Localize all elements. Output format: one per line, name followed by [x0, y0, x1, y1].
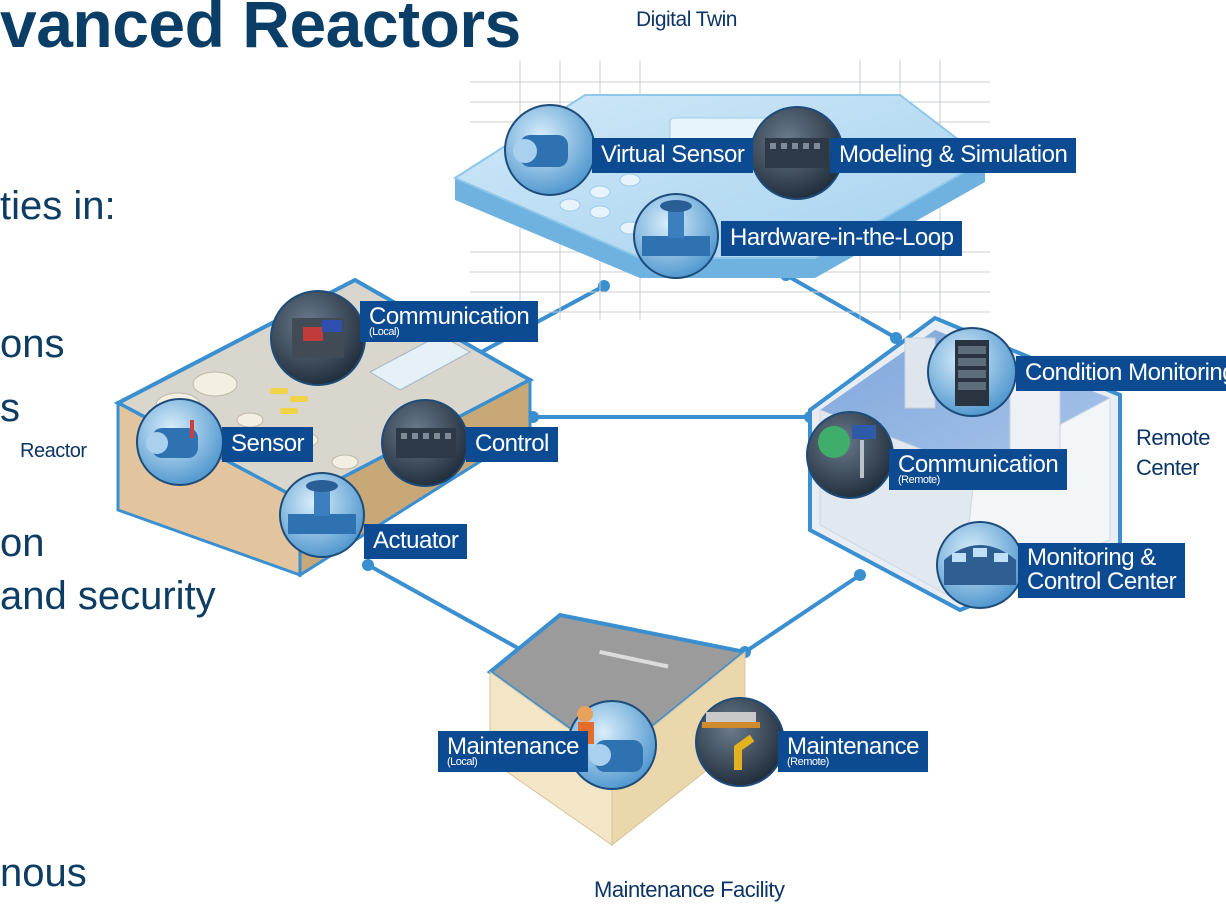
server-rack-icon — [927, 327, 1017, 417]
node-label-digital-twin: Digital Twin — [636, 8, 738, 31]
node-label-reactor: Reactor — [20, 440, 87, 462]
valve-icon — [633, 193, 719, 279]
tag-mcc-line1: Monitoring & — [1027, 544, 1156, 571]
connector-dot — [598, 280, 610, 292]
worker-icon — [567, 700, 657, 790]
robot-arm-icon — [695, 697, 785, 787]
tag-communication-local: Communication (Local) — [360, 301, 539, 342]
tag-control: Control — [466, 427, 558, 462]
tag-maintenance-remote-title: Maintenance — [787, 733, 919, 760]
tag-maintenance-local-sub: (Local) — [447, 756, 478, 768]
bullet-text: ties in: — [0, 184, 116, 228]
tag-communication-local-sub: (Local) — [369, 326, 400, 338]
tag-communication-remote-title: Communication — [898, 451, 1059, 478]
node-label-remote: Remote — [1136, 425, 1211, 450]
tag-communication-remote-sub: (Remote) — [898, 474, 940, 486]
circuit-board-icon — [270, 290, 366, 386]
tag-communication-local-title: Communication — [369, 303, 530, 330]
node-label-maintenance-facility: Maintenance Facility — [594, 877, 785, 902]
io-module-icon — [381, 399, 469, 487]
bullet-text: s — [0, 386, 20, 430]
connector-lines — [367, 273, 897, 654]
bullet-text: and security — [0, 574, 216, 618]
bullet-text: on — [0, 521, 45, 565]
control-room-icon — [936, 521, 1024, 609]
connector-line — [743, 573, 862, 654]
tag-maintenance-local: Maintenance (Local) — [438, 731, 588, 772]
tag-mcc-line2: Control Center — [1027, 568, 1177, 595]
connector-line — [785, 273, 897, 340]
tag-actuator: Actuator — [364, 524, 468, 559]
bullet-text: nous — [0, 851, 87, 895]
tag-virtual-sensor: Virtual Sensor — [592, 138, 754, 173]
tag-hardware-in-the-loop: Hardware-in-the-Loop — [721, 221, 963, 256]
tag-sensor: Sensor — [222, 427, 314, 462]
tag-communication-remote: Communication (Remote) — [889, 449, 1068, 490]
connector-dot — [854, 569, 866, 581]
tag-maintenance-remote-sub: (Remote) — [787, 756, 829, 768]
connector-dot — [362, 559, 374, 571]
page-title: vanced Reactors — [0, 0, 521, 61]
bullet-text: ons — [0, 322, 65, 366]
tag-maintenance-remote: Maintenance (Remote) — [778, 731, 928, 772]
tag-modeling-simulation: Modeling & Simulation — [830, 138, 1077, 173]
tag-maintenance-local-title: Maintenance — [447, 733, 579, 760]
motor-icon — [136, 398, 224, 486]
tag-monitoring-control-center: Monitoring & Control Center — [1018, 543, 1186, 598]
motor-icon — [504, 104, 596, 196]
connector-line — [367, 563, 526, 654]
connector-dot — [890, 332, 902, 344]
tag-condition-monitoring: Condition Monitoring — [1016, 356, 1226, 391]
valve-icon — [279, 472, 365, 558]
satellite-icon — [806, 411, 894, 499]
connector-line — [473, 284, 605, 358]
node-label-center: Center — [1136, 455, 1200, 480]
